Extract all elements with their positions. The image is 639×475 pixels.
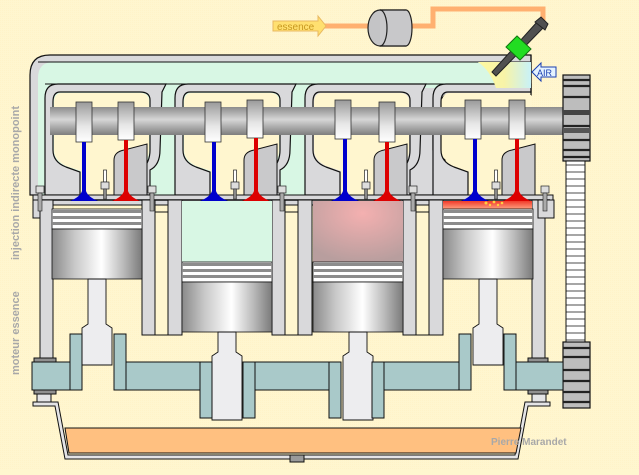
camshaft [50,99,565,143]
spark-plug-hex [491,181,501,190]
spark-plug-insulator [494,169,498,183]
author-credit: Pierre Marandet [491,437,567,448]
connecting-rod [342,331,374,421]
side-title: moteur essence injection indirecte monop… [10,106,22,375]
exhaust-valve-head [242,191,270,201]
head-bolt-shank [410,192,416,212]
cylinder-1-piston [51,208,143,366]
connecting-rod [472,278,504,366]
air-label: AIR [537,68,553,78]
oil-sump [32,401,551,463]
exhaust-valve-stem [124,140,128,193]
piston-skirt [181,281,273,333]
exhaust-valve-stem [515,139,519,193]
spark-plugs [100,169,501,200]
exhaust-valve-head [112,191,140,201]
spark-plug-thread [233,188,237,200]
timing-gear-upper [562,74,591,162]
timing-gear-lower [562,341,591,409]
spark-flame [484,200,504,207]
cylinder-3-exhaust-gas [313,201,403,263]
piston-ring [52,222,142,225]
cylinder-2-piston [181,261,273,421]
connecting-rod [211,331,243,421]
head-bolt-shank [37,192,43,212]
intake-valve-stem [343,139,347,193]
intake-valve-head [200,191,228,201]
cylinder-4-combustion [443,201,532,209]
spark-plug-insulator [233,169,237,183]
cam-housing [44,83,532,196]
piston-ring [313,275,403,278]
piston-ring [52,216,142,219]
piston-ring [443,222,533,225]
exhaust-valve-head [373,191,401,201]
exhaust-valve-head [503,191,531,201]
spark-plug-thread [364,188,368,200]
intake-valve-head [70,191,98,201]
side-title-part1: moteur essence [10,291,22,375]
intake-valve-head [331,191,359,201]
piston-ring [313,269,403,272]
piston-skirt [51,228,143,280]
piston-ring [443,210,533,213]
intake-valve-stem [473,139,477,193]
timing-chain [565,160,586,344]
spark-plug-hex [230,181,240,190]
spark-plug-hex [361,181,371,190]
piston-ring [182,263,272,266]
intake-valve-head [461,191,489,201]
valves [70,138,531,201]
engine-block [32,194,555,361]
fuel-line [323,6,546,29]
piston-ring [182,269,272,272]
fuel-arrow: essence [272,14,327,38]
head-bolt-shank [149,192,155,212]
cylinder-3-piston [312,261,404,421]
pistons [51,208,534,421]
side-title-part2: injection indirecte monopoint [10,106,22,260]
piston-ring [52,210,142,213]
head-bolt-shank [279,192,285,212]
connecting-rod [81,278,113,366]
fuel-pump [367,9,413,47]
head-bolt-head [35,185,45,194]
piston-skirt [312,281,404,333]
head-bolt-head [540,185,550,194]
spark-plug-insulator [364,169,368,183]
spark-plug-insulator [103,169,107,183]
piston-ring [443,216,533,219]
air-fuel-mixing-zone [478,62,531,88]
fuel-label: essence [277,22,315,33]
intake-valve-stem [82,142,86,193]
intake-valve-stem [212,142,216,193]
piston-skirt [442,228,534,280]
exhaust-valve-stem [254,138,258,193]
head-bolt-shank [542,192,548,212]
air-inlet-arrow: AIR [531,61,557,83]
piston-ring [313,263,403,266]
head-bolt-head [277,185,287,194]
head-bolt-head [408,185,418,194]
spark-plug-thread [103,188,107,200]
single-point-injector [491,16,549,77]
spark-plug-hex [100,181,110,190]
head-bolt-head [147,185,157,194]
cylinder-4-piston [442,208,534,366]
cam-lobes [75,99,526,143]
drain-plug [289,454,305,463]
exhaust-valve-stem [385,142,389,193]
spark-plug-thread [494,188,498,200]
piston-ring [182,275,272,278]
head-bolts [35,185,550,212]
cylinder-2-intake-charge [182,201,272,263]
